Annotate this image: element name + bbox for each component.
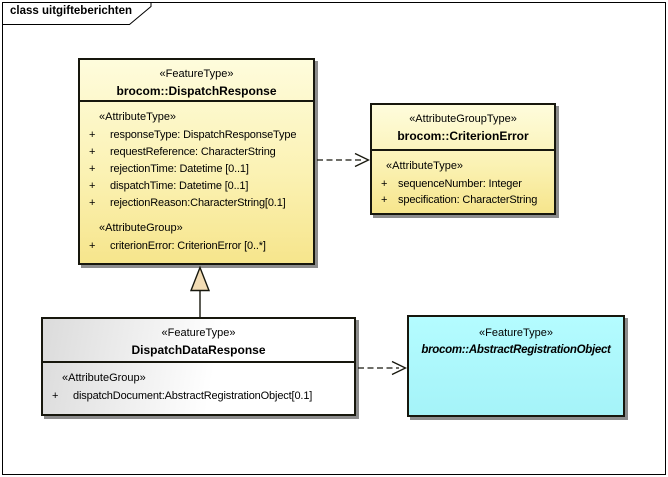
attribute-text: rejectionTime: Datetime [0..1]: [110, 163, 249, 175]
class-header: «FeatureType» brocom::AbstractRegistrati…: [409, 317, 623, 359]
class-box-abstract-registration-object: «FeatureType» brocom::AbstractRegistrati…: [407, 315, 625, 417]
section-heading: «AttributeType»: [99, 111, 177, 123]
class-header: «AttributeGroupType» brocom::CriterionEr…: [372, 105, 554, 145]
attribute-compartment: «AttributeType» + responseType: Dispatch…: [80, 100, 313, 255]
class-name: brocom::CriterionError: [397, 129, 529, 143]
attribute-row: + requestReference: CharacterString: [80, 144, 313, 161]
stereotype-label: «FeatureType»: [161, 327, 236, 339]
class-box-dispatch-response: «FeatureType» brocom::DispatchResponse «…: [78, 58, 315, 265]
attribute-row: + criterionError: CriterionError [0..*]: [80, 238, 313, 255]
class-box-criterion-error: «AttributeGroupType» brocom::CriterionEr…: [370, 103, 556, 215]
section-heading: «AttributeGroup»: [99, 222, 183, 234]
visibility-symbol: +: [89, 240, 96, 252]
attribute-text: specification: CharacterString: [398, 194, 538, 206]
visibility-symbol: +: [89, 197, 96, 209]
attribute-text: sequenceNumber: Integer: [398, 178, 522, 190]
attribute-row: + rejectionTime: Datetime [0..1]: [80, 161, 313, 178]
attribute-compartment: «AttributeType» + sequenceNumber: Intege…: [372, 149, 554, 208]
visibility-symbol: +: [89, 129, 96, 141]
class-header: «FeatureType» brocom::DispatchResponse: [80, 60, 313, 100]
class-header: «FeatureType» DispatchDataResponse: [43, 319, 354, 359]
visibility-symbol: +: [52, 390, 59, 402]
attribute-text: dispatchDocument:AbstractRegistrationObj…: [73, 390, 313, 402]
visibility-symbol: +: [89, 163, 96, 175]
visibility-symbol: +: [89, 146, 96, 158]
stereotype-label: «FeatureType»: [159, 68, 234, 80]
visibility-symbol: +: [89, 180, 96, 192]
attribute-compartment: «AttributeGroup» + dispatchDocument:Abst…: [43, 361, 354, 405]
spacer: [80, 212, 313, 218]
section-heading: «AttributeGroup»: [62, 372, 146, 384]
attribute-row: + responseType: DispatchResponseType: [80, 127, 313, 144]
class-box-dispatch-data-response: «FeatureType» DispatchDataResponse «Attr…: [41, 317, 356, 416]
attribute-row: + specification: CharacterString: [372, 192, 554, 208]
attribute-text: rejectionReason:CharacterString[0.1]: [110, 197, 286, 209]
attribute-row: + rejectionReason:CharacterString[0.1]: [80, 195, 313, 212]
class-name: brocom::AbstractRegistrationObject: [421, 344, 611, 356]
visibility-symbol: +: [381, 194, 388, 206]
attribute-text: requestReference: CharacterString: [110, 146, 276, 158]
class-name: brocom::DispatchResponse: [116, 84, 277, 98]
attribute-row: + sequenceNumber: Integer: [372, 176, 554, 192]
visibility-symbol: +: [381, 178, 388, 190]
stereotype-label: «FeatureType»: [479, 327, 553, 339]
class-name: DispatchDataResponse: [131, 343, 266, 357]
attribute-row: + dispatchTime: Datetime [0..1]: [80, 178, 313, 195]
attribute-text: criterionError: CriterionError [0..*]: [110, 240, 266, 252]
diagram-title: class uitgifteberichten: [10, 5, 133, 17]
stereotype-label: «AttributeGroupType»: [409, 113, 517, 125]
frame-title-tab: [2, 2, 152, 25]
attribute-text: responseType: DispatchResponseType: [110, 129, 297, 141]
section-heading: «AttributeType»: [386, 160, 464, 172]
attribute-row: + dispatchDocument:AbstractRegistrationO…: [43, 388, 354, 405]
attribute-text: dispatchTime: Datetime [0..1]: [110, 180, 249, 192]
